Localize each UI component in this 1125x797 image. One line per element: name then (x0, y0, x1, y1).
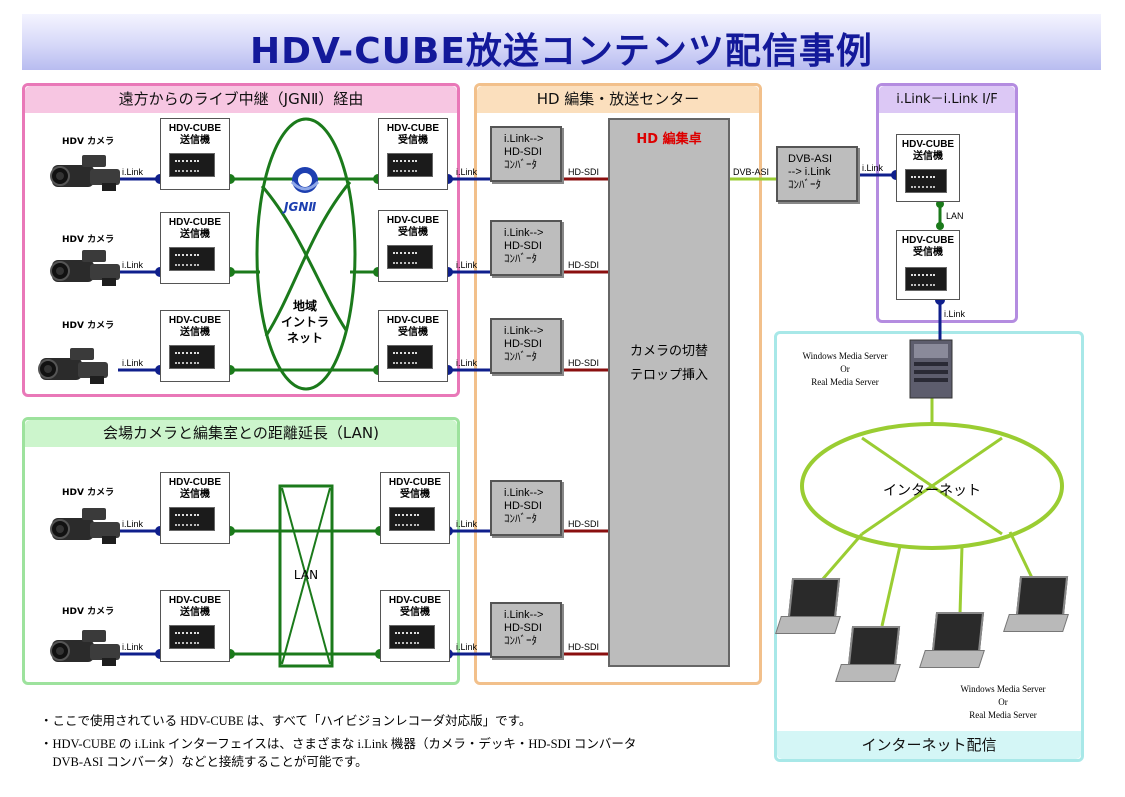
ilink-hdsdi-converter: i.Link--> HD-SDI ｺﾝﾊﾞｰﾀ (490, 220, 562, 276)
server-label-top: Windows Media Server Or Real Media Serve… (802, 351, 888, 387)
ilink-label: i.Link (122, 642, 144, 652)
hdv-cube-receiver: HDV-CUBE 受信機 (380, 472, 450, 544)
laptop-icon (835, 626, 901, 684)
server-icon (909, 339, 953, 399)
ilink-label: i.Link (122, 358, 144, 368)
intranet-ellipse (255, 117, 357, 391)
footnote: ・HDV-CUBE の i.Link インターフェイスは、さまざまな i.Lin… (40, 737, 637, 751)
ilink-label: i.Link (122, 260, 144, 270)
hdv-cube-transmitter: HDV-CUBE 送信機 (896, 134, 960, 202)
lan-line-label: LAN (946, 211, 964, 221)
edit-desk-title: HD 編集卓 (636, 132, 702, 147)
hdv-cube-transmitter: HDV-CUBE 送信機 (160, 118, 230, 190)
camera-label: HDV カメラ (62, 607, 115, 617)
ilink-label: i.Link (456, 519, 478, 529)
section-center: HD 編集・放送センター (474, 83, 762, 685)
ilink-label: i.Link (122, 519, 144, 529)
camera-icon (50, 154, 121, 192)
section-jgn: 遠方からのライブ中継（JGNⅡ）経由 (22, 83, 460, 397)
internet-cloud-label: インターネット (883, 483, 981, 499)
ilink-hdsdi-converter: i.Link--> HD-SDI ｺﾝﾊﾞｰﾀ (490, 126, 562, 182)
footnote: DVB-ASI コンバータ）などと接続することが可能です。 (40, 755, 368, 769)
jgn-logo-icon (290, 167, 320, 193)
camera-icon (50, 629, 121, 667)
section-internet: インターネット配信 (774, 331, 1084, 762)
receiver-label: HDV-CUBE 受信機 (388, 477, 442, 500)
receiver-label: HDV-CUBE 受信機 (386, 315, 440, 338)
transmitter-label: HDV-CUBE 送信機 (168, 595, 222, 618)
page-title: HDV-CUBE放送コンテンツ配信事例 (250, 31, 873, 72)
hdsdi-label: HD-SDI (568, 358, 599, 368)
hdv-cube-receiver: HDV-CUBE 受信機 (378, 118, 448, 190)
ilink-hdsdi-converter: i.Link--> HD-SDI ｺﾝﾊﾞｰﾀ (490, 602, 562, 658)
hdv-cube-transmitter: HDV-CUBE 送信機 (160, 590, 230, 662)
transmitter-label: HDV-CUBE 送信機 (168, 477, 222, 500)
section-ilink: i.Link－i.Link I/F (876, 83, 1018, 323)
hd-edit-desk (608, 118, 730, 667)
hdsdi-label: HD-SDI (568, 642, 599, 652)
intranet-label: 地域 イントラ ネット (280, 299, 329, 345)
footnote: ・ここで使用されている HDV-CUBE は、すべて「ハイビジョンレコーダ対応版… (40, 714, 532, 728)
camera-icon (38, 347, 109, 385)
receiver-label: HDV-CUBE 受信機 (901, 235, 955, 258)
laptop-icon (919, 612, 985, 670)
section-lan: 会場カメラと編集室との距離延長（LAN) (22, 417, 460, 685)
jgn-logo-label: JGNⅡ (284, 200, 317, 214)
hdv-cube-transmitter: HDV-CUBE 送信機 (160, 310, 230, 382)
hdv-cube-receiver: HDV-CUBE 受信機 (378, 210, 448, 282)
transmitter-label: HDV-CUBE 送信機 (168, 123, 222, 146)
section-internet-title: インターネット配信 (777, 731, 1081, 759)
ilink-label: i.Link (122, 167, 144, 177)
hdsdi-label: HD-SDI (568, 519, 599, 529)
ilink-label: i.Link (456, 358, 478, 368)
ilink-label: i.Link (456, 167, 478, 177)
hdv-cube-transmitter: HDV-CUBE 送信機 (160, 212, 230, 284)
section-jgn-title: 遠方からのライブ中継（JGNⅡ）経由 (25, 86, 457, 113)
ilink-label: i.Link (456, 260, 478, 270)
server-label-bottom: Windows Media Server Or Real Media Serve… (960, 684, 1046, 720)
receiver-label: HDV-CUBE 受信機 (388, 595, 442, 618)
section-center-title: HD 編集・放送センター (477, 86, 759, 113)
camera-label: HDV カメラ (62, 488, 115, 498)
ilink-label: i.Link (862, 163, 884, 173)
ilink-label: i.Link (456, 642, 478, 652)
dvbasi-ilink-converter: DVB-ASI --> i.Link ｺﾝﾊﾞｰﾀ (776, 146, 858, 202)
receiver-label: HDV-CUBE 受信機 (386, 123, 440, 146)
transmitter-label: HDV-CUBE 送信機 (168, 217, 222, 240)
camera-label: HDV カメラ (62, 235, 115, 245)
hdv-cube-receiver: HDV-CUBE 受信機 (380, 590, 450, 662)
camera-icon (50, 507, 121, 545)
hdv-cube-receiver: HDV-CUBE 受信機 (896, 230, 960, 300)
transmitter-label: HDV-CUBE 送信機 (168, 315, 222, 338)
hdsdi-label: HD-SDI (568, 167, 599, 177)
laptop-icon (1003, 576, 1069, 634)
laptop-icon (775, 578, 841, 636)
camera-icon (50, 249, 121, 287)
edit-desk-description: カメラの切替 テロップ挿入 (629, 344, 708, 383)
lan-cloud-label: LAN (293, 568, 319, 582)
hdv-cube-receiver: HDV-CUBE 受信機 (378, 310, 448, 382)
camera-label: HDV カメラ (62, 321, 115, 331)
section-ilink-title: i.Link－i.Link I/F (879, 86, 1015, 113)
ilink-hdsdi-converter: i.Link--> HD-SDI ｺﾝﾊﾞｰﾀ (490, 318, 562, 374)
hdsdi-label: HD-SDI (568, 260, 599, 270)
ilink-label: i.Link (944, 309, 966, 319)
hdv-cube-transmitter: HDV-CUBE 送信機 (160, 472, 230, 544)
camera-label: HDV カメラ (62, 137, 115, 147)
dvbasi-label: DVB-ASI (733, 167, 770, 177)
receiver-label: HDV-CUBE 受信機 (386, 215, 440, 238)
section-lan-title: 会場カメラと編集室との距離延長（LAN) (25, 420, 457, 447)
transmitter-label: HDV-CUBE 送信機 (901, 139, 955, 162)
ilink-hdsdi-converter: i.Link--> HD-SDI ｺﾝﾊﾞｰﾀ (490, 480, 562, 536)
title-bar: HDV-CUBE放送コンテンツ配信事例 (22, 14, 1101, 72)
